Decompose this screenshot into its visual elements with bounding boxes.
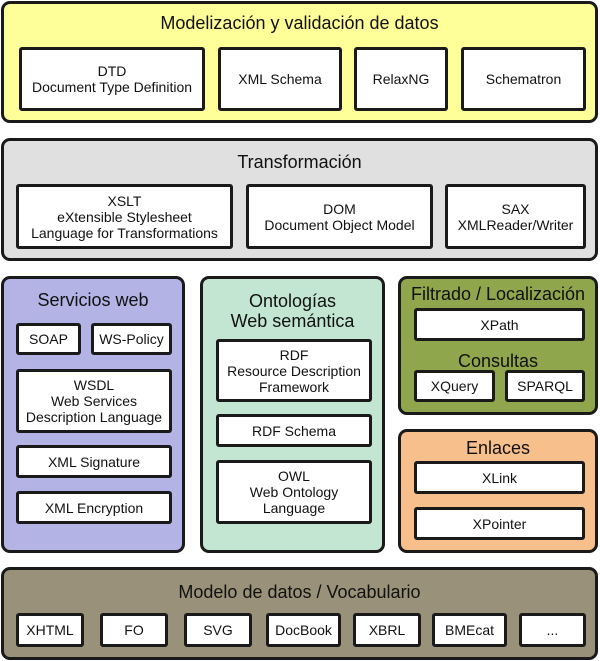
box-more: ... (519, 613, 586, 647)
box-sparql: SPARQL (505, 370, 585, 402)
box-sparql-label: SPARQL (517, 378, 573, 394)
box-schematron: Schematron (461, 47, 586, 111)
box-rdf: RDF Resource Description Framework (216, 339, 372, 402)
box-sax-line2: XMLReader/Writer (457, 216, 574, 233)
panel-filtrado: Filtrado / Localización XPath Consultas … (398, 276, 598, 415)
box-xhtml: XHTML (16, 613, 84, 647)
box-rdf-line2: Resource Description (227, 362, 361, 379)
box-xpath: XPath (414, 308, 585, 341)
box-xpointer: XPointer (414, 507, 585, 540)
box-rdf-line3: Framework (258, 378, 329, 395)
box-owl: OWL Web Ontology Language (216, 460, 372, 524)
panel-title-ontologias-line1: Ontologías (248, 291, 337, 311)
box-owl-line2: Web Ontology (249, 484, 339, 500)
panel-title-modelo-datos: Modelo de datos / Vocabulario (178, 582, 421, 602)
box-ws-policy: WS-Policy (91, 323, 172, 355)
panel-enlaces: Enlaces XLink XPointer (398, 429, 598, 553)
box-docbook: DocBook (266, 613, 341, 647)
box-relaxng-label: RelaxNG (372, 71, 430, 87)
box-xquery: XQuery (414, 370, 495, 402)
box-xhtml-label: XHTML (26, 622, 74, 638)
box-owl-line3: Language (262, 500, 326, 516)
box-xml-encryption-label: XML Encryption (44, 499, 144, 516)
box-relaxng: RelaxNG (354, 47, 448, 111)
box-sax: SAX XMLReader/Writer (445, 184, 586, 249)
panel-modelo-datos: Modelo de datos / Vocabulario XHTML FO S… (1, 567, 598, 660)
panel-title-transformacion: Transformación (237, 152, 362, 172)
box-xpath-label: XPath (480, 316, 519, 333)
box-dom-line2: Document Object Model (264, 216, 415, 233)
box-xslt-line3: Language for Transformations (31, 224, 218, 241)
panel-ontologias: Ontologías Web semántica RDF Resource De… (200, 276, 385, 553)
panel-title-ontologias: Ontologías Web semántica (203, 291, 382, 331)
box-xslt-line1: XSLT (107, 192, 142, 209)
box-xml-encryption: XML Encryption (16, 491, 172, 524)
panel-title-servicios-web: Servicios web (37, 290, 149, 310)
box-xlink-label: XLink (481, 469, 518, 486)
box-bmecat-label: BMEcat (444, 622, 494, 638)
box-xslt-line2: eXtensible Stylesheet (57, 208, 192, 225)
box-svg-label: SVG (203, 622, 233, 638)
box-xml-schema: XML Schema (218, 47, 342, 111)
box-bmecat: BMEcat (432, 613, 507, 647)
box-xml-schema-label: XML Schema (238, 71, 322, 87)
box-xml-signature-label: XML Signature (47, 453, 141, 470)
box-sax-line1: SAX (501, 200, 530, 217)
box-fo: FO (100, 613, 168, 647)
panel-transformacion: Transformación XSLT eXtensible Styleshee… (1, 138, 598, 261)
panel-title-consultas: Consultas (457, 351, 539, 371)
box-more-label: ... (546, 622, 559, 638)
panel-title-modelizacion: Modelización y validación de datos (160, 13, 439, 33)
panel-title-filtrado: Filtrado / Localización (410, 284, 586, 304)
box-dom-line1: DOM (323, 200, 356, 217)
box-xml-signature: XML Signature (16, 445, 172, 478)
box-schematron-label: Schematron (485, 71, 562, 87)
box-wsdl-line3: Description Language (25, 409, 163, 425)
box-dom: DOM Document Object Model (246, 184, 433, 249)
box-xbrl: XBRL (353, 613, 421, 647)
box-owl-line1: OWL (278, 468, 310, 484)
box-wsdl-line1: WSDL (73, 377, 115, 393)
box-xlink: XLink (414, 461, 585, 494)
box-xslt: XSLT eXtensible Stylesheet Language for … (16, 184, 233, 249)
box-dtd: DTD Document Type Definition (19, 47, 205, 111)
box-xpointer-label: XPointer (472, 515, 527, 532)
box-dtd-line1: DTD (97, 63, 127, 79)
box-soap: SOAP (16, 323, 81, 355)
box-xbrl-label: XBRL (368, 622, 406, 638)
box-soap-label: SOAP (29, 331, 68, 347)
panel-title-ontologias-line2: Web semántica (230, 311, 355, 331)
box-wsdl-line2: Web Services (50, 393, 138, 409)
box-rdf-line1: RDF (279, 346, 309, 363)
box-dtd-line2: Document Type Definition (31, 79, 193, 95)
box-fo-label: FO (124, 622, 144, 638)
box-rdf-schema: RDF Schema (216, 414, 372, 447)
box-svg: SVG (184, 613, 252, 647)
panel-servicios-web: Servicios web SOAP WS-Policy WSDL Web Se… (1, 276, 185, 553)
box-wsdl: WSDL Web Services Description Language (16, 369, 172, 433)
box-rdf-schema-label: RDF Schema (251, 422, 337, 439)
box-xquery-label: XQuery (430, 378, 479, 394)
box-ws-policy-label: WS-Policy (99, 331, 164, 347)
box-docbook-label: DocBook (275, 622, 332, 638)
panel-title-enlaces: Enlaces (465, 438, 531, 458)
panel-modelizacion: Modelización y validación de datos DTD D… (1, 1, 598, 123)
